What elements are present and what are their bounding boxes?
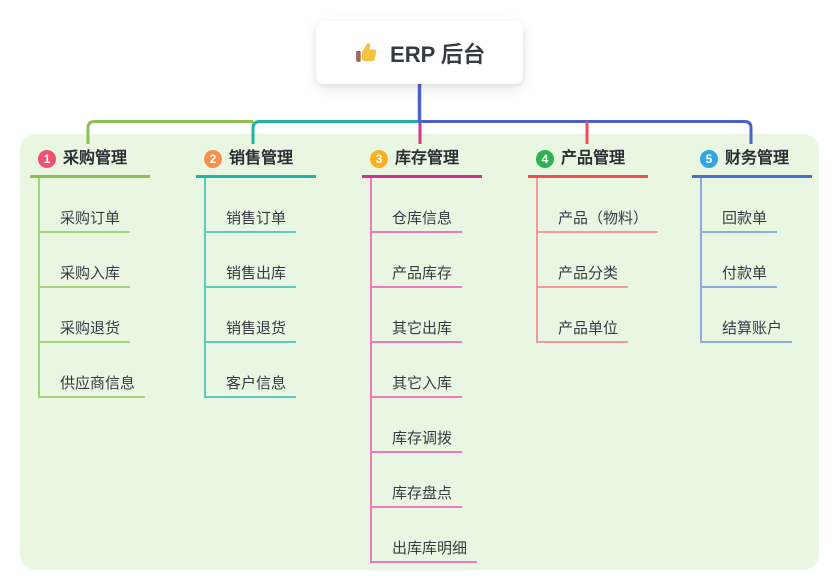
child-node[interactable]: 库存调拨	[372, 398, 463, 453]
branch-title[interactable]: 4 产品管理	[528, 148, 648, 178]
branch-title-label: 财务管理	[725, 150, 790, 167]
root-title: ERP 后台	[390, 41, 485, 67]
branch-title-label: 销售管理	[229, 150, 294, 167]
branch-number-badge: 3	[370, 150, 388, 168]
branches-panel	[20, 134, 819, 570]
child-node[interactable]: 结算账户	[702, 288, 793, 343]
branch-children: 销售订单销售出库销售退货客户信息	[204, 178, 297, 398]
child-node[interactable]: 库存盘点	[372, 453, 463, 508]
child-node[interactable]: 其它入库	[372, 343, 463, 398]
branch-children: 产品（物料）产品分类产品单位	[536, 178, 659, 343]
child-node[interactable]: 其它出库	[372, 288, 463, 343]
branch-number-badge: 4	[536, 150, 554, 168]
child-node[interactable]: 出库库明细	[372, 508, 478, 563]
branch-number-badge: 1	[38, 150, 56, 168]
child-node[interactable]: 采购订单	[40, 178, 131, 233]
branch-title[interactable]: 5 财务管理	[692, 148, 812, 178]
branch-title-label: 采购管理	[63, 150, 128, 167]
branch-title[interactable]: 3 库存管理	[362, 148, 482, 178]
branch-title-label: 产品管理	[561, 150, 626, 167]
branch-number-badge: 2	[204, 150, 222, 168]
branch-number-badge: 5	[700, 150, 718, 168]
child-node[interactable]: 销售订单	[206, 178, 297, 233]
root-node[interactable]: ERP 后台	[316, 21, 523, 84]
child-node[interactable]: 仓库信息	[372, 178, 463, 233]
child-node[interactable]: 供应商信息	[40, 343, 146, 398]
thumbs-up-icon	[354, 40, 380, 66]
child-node[interactable]: 付款单	[702, 233, 778, 288]
child-node[interactable]: 产品（物料）	[538, 178, 659, 233]
child-node[interactable]: 产品库存	[372, 233, 463, 288]
branch-title-label: 库存管理	[395, 150, 460, 167]
child-node[interactable]: 采购退货	[40, 288, 131, 343]
branch-children: 仓库信息产品库存其它出库其它入库库存调拨库存盘点出库库明细	[370, 178, 478, 563]
branch-children: 回款单付款单结算账户	[700, 178, 793, 343]
child-node[interactable]: 回款单	[702, 178, 778, 233]
branch-sales: 2 销售管理 销售订单销售出库销售退货客户信息	[196, 148, 346, 398]
branch-procurement: 1 采购管理 采购订单采购入库采购退货供应商信息	[30, 148, 180, 398]
child-node[interactable]: 产品分类	[538, 233, 629, 288]
branch-finance: 5 财务管理 回款单付款单结算账户	[692, 148, 839, 343]
child-node[interactable]: 客户信息	[206, 343, 297, 398]
branch-inventory: 3 库存管理 仓库信息产品库存其它出库其它入库库存调拨库存盘点出库库明细	[362, 148, 512, 563]
child-node[interactable]: 销售出库	[206, 233, 297, 288]
branch-children: 采购订单采购入库采购退货供应商信息	[38, 178, 146, 398]
branch-title[interactable]: 2 销售管理	[196, 148, 316, 178]
branch-title[interactable]: 1 采购管理	[30, 148, 150, 178]
child-node[interactable]: 产品单位	[538, 288, 629, 343]
branch-product: 4 产品管理 产品（物料）产品分类产品单位	[528, 148, 678, 343]
child-node[interactable]: 销售退货	[206, 288, 297, 343]
child-node[interactable]: 采购入库	[40, 233, 131, 288]
